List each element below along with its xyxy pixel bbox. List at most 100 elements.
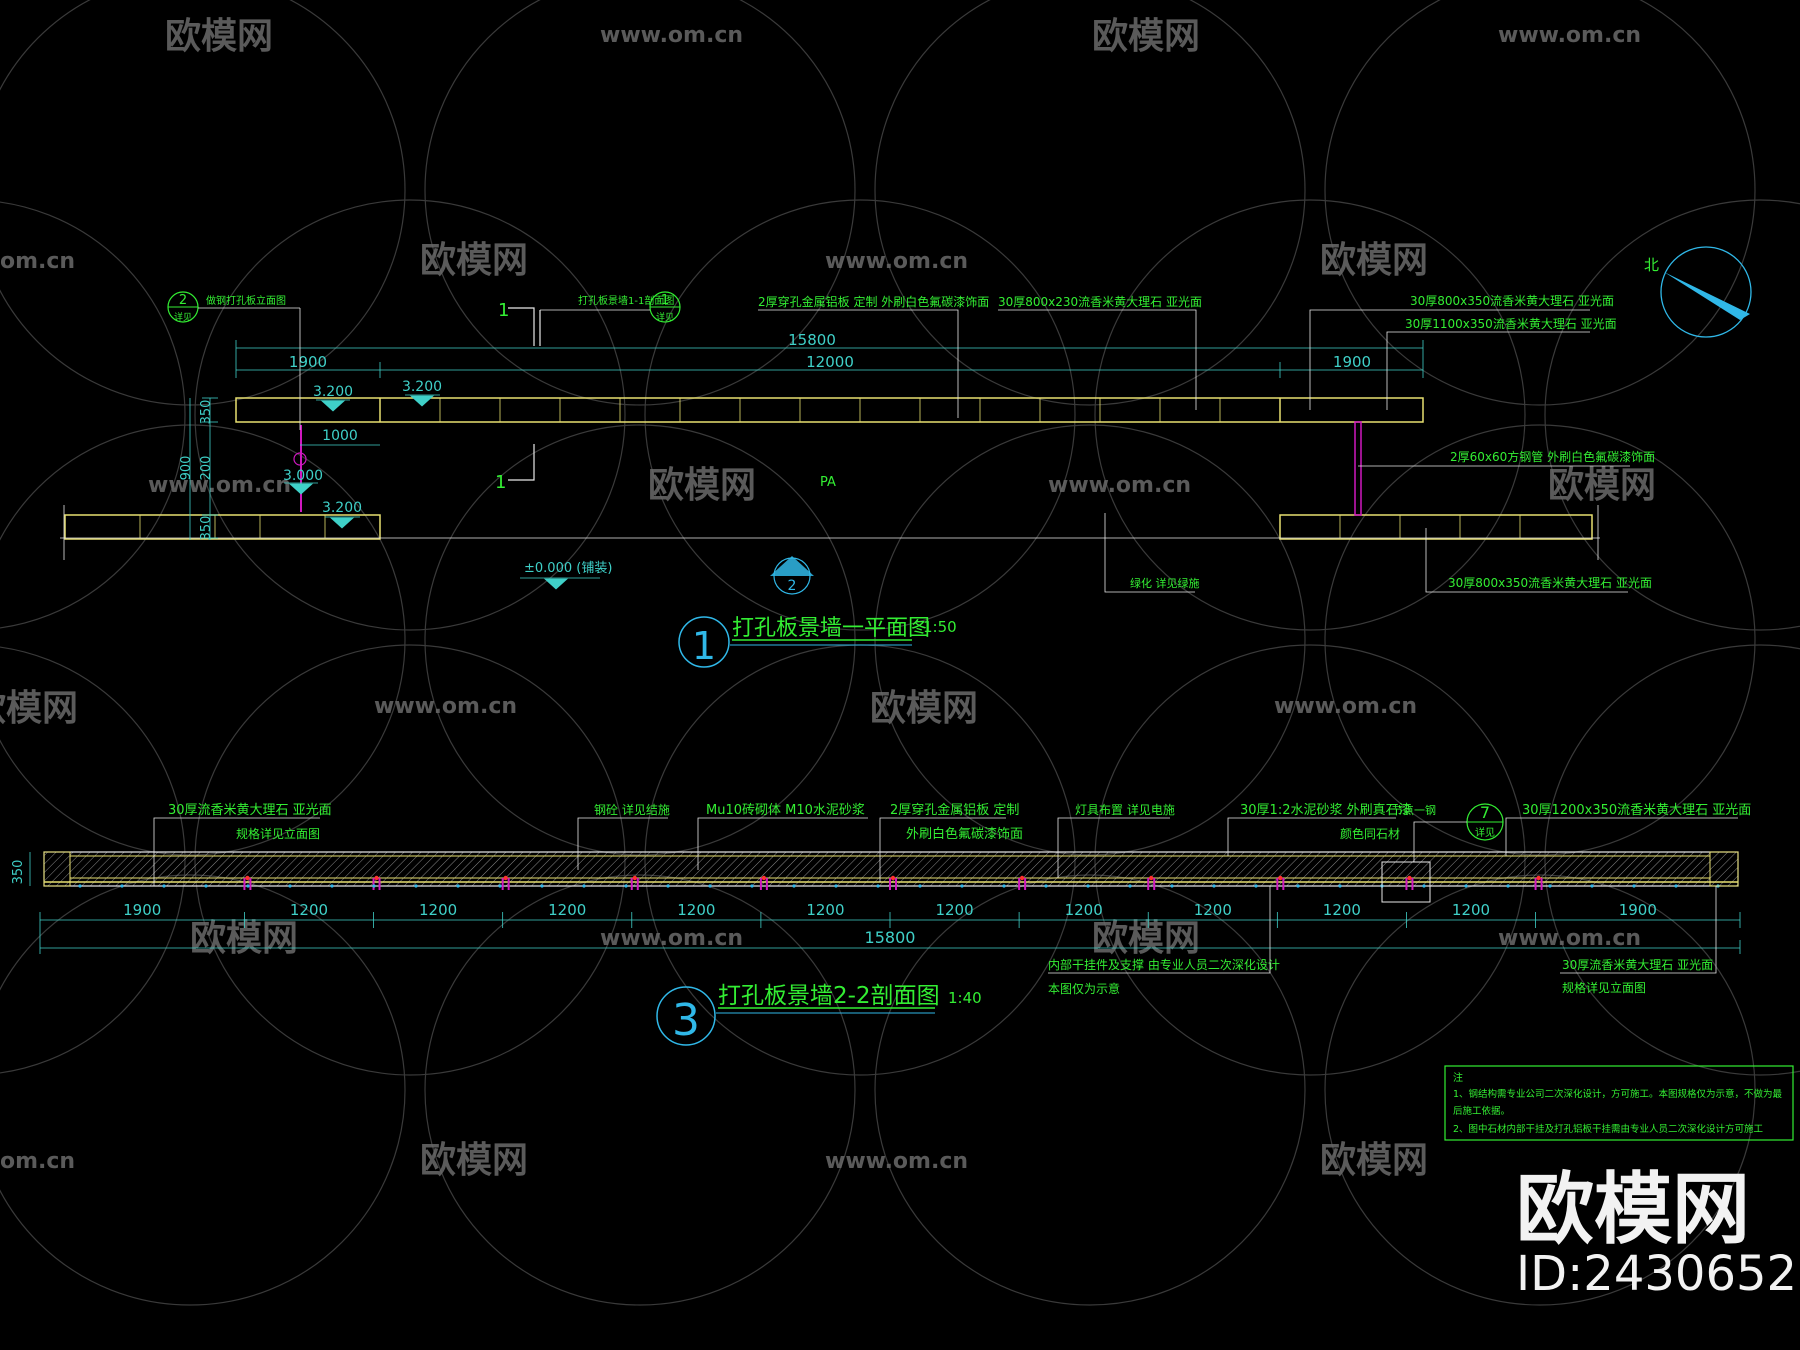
section-number: 3 bbox=[672, 995, 700, 1046]
section-dim-segment: 1900 bbox=[123, 901, 161, 919]
fixing-dot bbox=[498, 884, 502, 888]
fixing-dot bbox=[960, 884, 964, 888]
dim-v-total: 900 bbox=[179, 456, 194, 481]
dim-left: 1900 bbox=[289, 353, 327, 371]
dim-v-bottom: 350 bbox=[199, 516, 214, 541]
leader bbox=[1309, 309, 1590, 410]
section-dim-segment: 1200 bbox=[806, 901, 844, 919]
label-marble-top: 30厚800x230流香米黄大理石 亚光面 bbox=[998, 295, 1202, 309]
notes-line-1: 1、钢结构需专业公司二次深化设计，方可施工。本图规格仅为示意，不做为最 bbox=[1453, 1088, 1783, 1100]
fixing-dot bbox=[330, 884, 334, 888]
watermark-ring bbox=[874, 874, 1306, 1306]
watermark-brand: 欧模网 bbox=[1548, 465, 1656, 506]
section-dim-segment: 1200 bbox=[419, 901, 457, 919]
watermark-brand: 欧模网 bbox=[420, 1140, 528, 1181]
watermark-site: om.cn bbox=[0, 249, 75, 274]
section-dim-segment: 1200 bbox=[548, 901, 586, 919]
plan-lower-right-wall bbox=[1279, 514, 1593, 540]
fixing-dot bbox=[78, 884, 82, 888]
watermark-id-block: 欧模网 ID:2430652 bbox=[1516, 1165, 1797, 1302]
fixing-dot bbox=[1674, 884, 1678, 888]
label-mid-ref: 打孔板景墙1-1剖面图 bbox=[578, 294, 674, 307]
section-title: 打孔板景墙2-2剖面图 bbox=[718, 983, 940, 1009]
watermark-id: ID:2430652 bbox=[1516, 1246, 1797, 1302]
anchor-point bbox=[890, 875, 896, 881]
fixing-dot bbox=[414, 884, 418, 888]
section-marker-number: 2 bbox=[788, 578, 797, 594]
leader bbox=[1104, 513, 1195, 593]
watermark-brand: 欧模网 bbox=[1092, 918, 1200, 959]
fixing-dot bbox=[1632, 884, 1636, 888]
plan-dimensions bbox=[189, 340, 1424, 540]
fixing-dot bbox=[1128, 884, 1132, 888]
label-marble-r2: 30厚1100x350流香米黄大理石 亚光面 bbox=[1405, 317, 1617, 331]
section-cut-number: 1 bbox=[495, 472, 506, 493]
watermark-brand: 欧模网 bbox=[1320, 1140, 1428, 1181]
ref-b-sub: 详见 bbox=[656, 311, 674, 323]
fixing-dot bbox=[1212, 884, 1216, 888]
anchor-point bbox=[1407, 875, 1412, 881]
watermark-site: www.om.cn bbox=[825, 249, 968, 274]
plan-scale: 1:50 bbox=[923, 618, 957, 636]
section-dim-segment: 1200 bbox=[1323, 901, 1361, 919]
anchor-point bbox=[245, 875, 250, 881]
section-node-box bbox=[1381, 861, 1431, 903]
level-1: 3.200 bbox=[313, 384, 353, 400]
fixing-dot bbox=[1422, 884, 1426, 888]
watermark-ring bbox=[1324, 424, 1756, 856]
plan-lower-left-wall bbox=[64, 514, 381, 540]
label-metal-1: 2厚穿孔金属铝板 定制 bbox=[890, 802, 1019, 818]
leader bbox=[1227, 817, 1396, 856]
steel-post-circle bbox=[293, 452, 307, 466]
watermark-ring bbox=[0, 201, 186, 629]
fixing-dot bbox=[162, 884, 166, 888]
dim-right: 1900 bbox=[1333, 353, 1371, 371]
label-marble-left-1: 30厚流香米黄大理石 亚光面 bbox=[168, 803, 332, 818]
ref-a-sub: 详见 bbox=[174, 311, 192, 323]
node-sub: 详见 bbox=[1475, 826, 1495, 839]
section-dim-segment: 1200 bbox=[1194, 901, 1232, 919]
anchor-point bbox=[374, 875, 379, 881]
leader bbox=[1413, 821, 1467, 862]
leader bbox=[1057, 817, 1170, 878]
anchor-point bbox=[1536, 875, 1541, 881]
label-marble-rb-2: 规格详见立面图 bbox=[1562, 980, 1646, 995]
watermark-ring bbox=[644, 199, 1076, 631]
fixing-dot bbox=[1590, 884, 1594, 888]
fixing-dot bbox=[876, 884, 880, 888]
plan-title-block: 1 打孔板景墙一平面图 1:50 bbox=[678, 616, 957, 668]
leader bbox=[1048, 886, 1271, 974]
leader bbox=[879, 817, 1006, 882]
fixing-dot bbox=[1548, 884, 1552, 888]
label-left-ref: 做钢打孔板立面图 bbox=[206, 294, 286, 307]
watermark-site: www.om.cn bbox=[600, 926, 743, 951]
fixing-dot bbox=[1170, 884, 1174, 888]
watermark-ring bbox=[874, 0, 1306, 406]
anchor-point bbox=[761, 875, 767, 881]
steel-post bbox=[1354, 421, 1362, 516]
watermark-site: www.om.cn bbox=[1498, 926, 1641, 951]
plan-wall-joints bbox=[139, 515, 1521, 538]
leader bbox=[998, 309, 1197, 410]
notes-box: 注 1、钢结构需专业公司二次深化设计，方可施工。本图规格仅为示意，不做为最 后施… bbox=[1444, 1065, 1794, 1141]
label-pa: PA bbox=[820, 475, 836, 490]
watermark-layer: 欧模网 www.om.cn 欧模网 www.om.cn om.cn 欧模网 ww… bbox=[0, 16, 1656, 1181]
notes-heading: 注 bbox=[1453, 1071, 1463, 1084]
ref-b-number: 1 bbox=[661, 293, 669, 308]
section-supports bbox=[43, 851, 1739, 890]
fixing-dot bbox=[1002, 884, 1006, 888]
leader bbox=[1425, 528, 1628, 593]
leader bbox=[1560, 886, 1717, 974]
watermark-brand: 欧模网 bbox=[648, 465, 756, 506]
dim-total: 15800 bbox=[788, 331, 836, 349]
label-masonry: Mu10砖砌体 M10水泥砂浆 bbox=[706, 803, 865, 818]
label-marble-left-2: 规格详见立面图 bbox=[236, 826, 320, 841]
fixing-dot bbox=[204, 884, 208, 888]
watermark-brand-large: 欧模网 bbox=[1516, 1165, 1750, 1255]
section-dim-segment: 1200 bbox=[290, 901, 328, 919]
label-hanger-2: 本图仅为示意 bbox=[1048, 981, 1120, 996]
section-cut-marks bbox=[508, 307, 541, 481]
label-node: 节点一钢 bbox=[1392, 804, 1436, 817]
label-metal-plate: 2厚穿孔金属铝板 定制 外刷白色氟碳漆饰面 bbox=[758, 294, 989, 309]
notes-line-3: 2、图中石材内部干挂及打孔铝板干挂需由专业人员二次深化设计方可施工 bbox=[1453, 1123, 1764, 1135]
